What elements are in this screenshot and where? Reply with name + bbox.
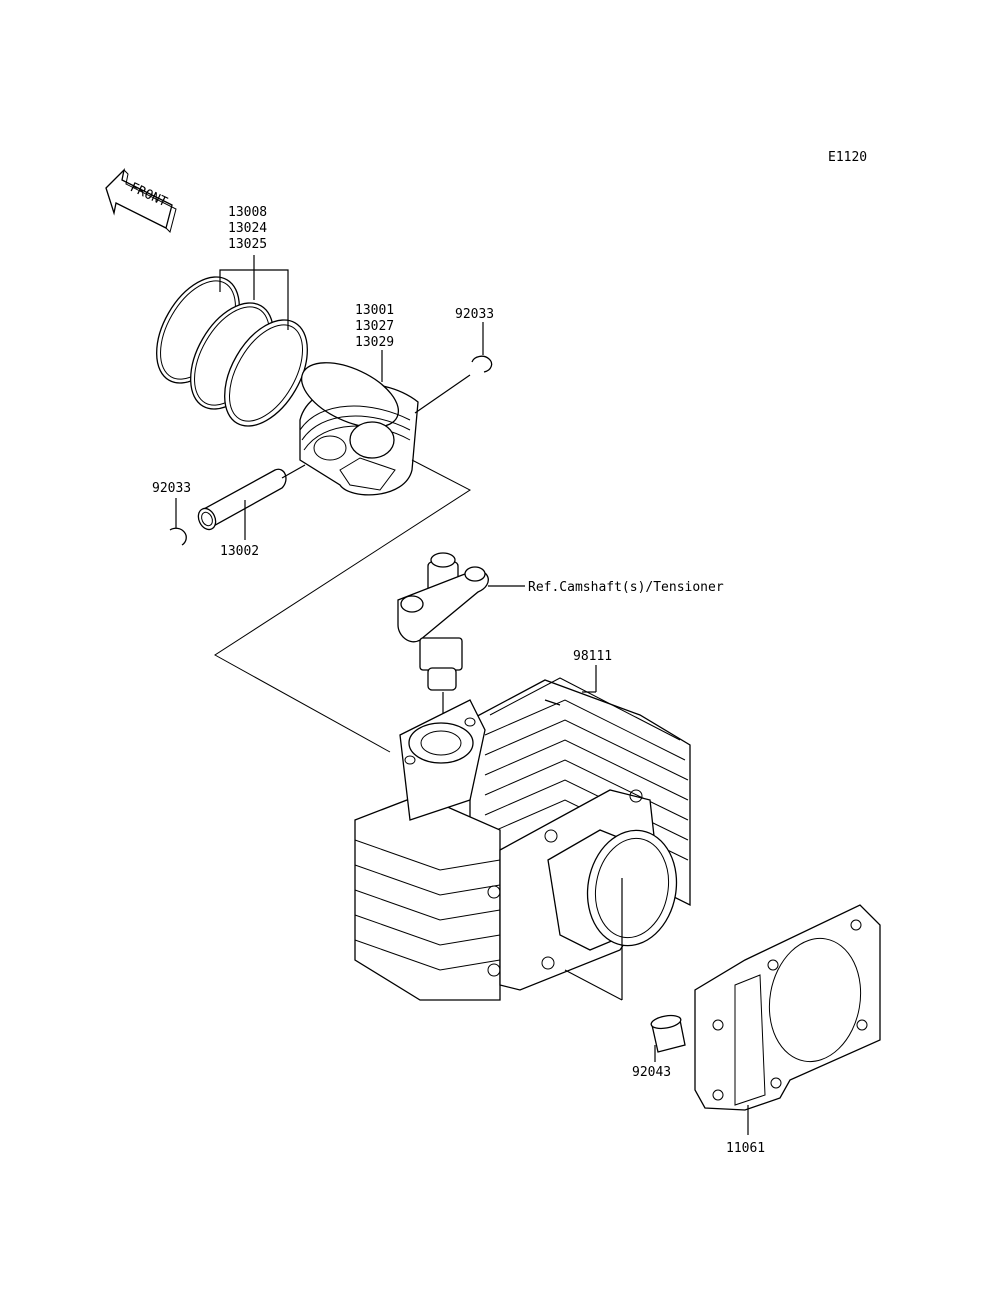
cylinder-block: [354, 677, 691, 1001]
tensioner-reference: Ref.Camshaft(s)/Tensioner: [528, 580, 724, 595]
diagram-code: E1120: [828, 150, 867, 165]
rings-part-numbers: 13008 13024 13025: [228, 205, 267, 252]
piston-pin: [197, 468, 287, 531]
rings-part-number-1: 13008: [228, 205, 267, 220]
piston-part-number-3: 13029: [355, 335, 394, 350]
dowel-pin: [650, 1014, 686, 1053]
piston: [299, 362, 419, 496]
gasket-part-number: 11061: [726, 1141, 765, 1156]
dowel-part-number: 92043: [632, 1065, 671, 1080]
piston-part-number-2: 13027: [355, 319, 394, 334]
cylinder-base-gasket: [694, 904, 881, 1111]
circlip-right: [471, 355, 493, 373]
cylinder-part-number: 98111: [573, 649, 612, 664]
piston-part-number-1: 13001: [355, 303, 394, 318]
circlip-left: [169, 527, 187, 546]
circlip-left-part-number: 92033: [152, 481, 191, 496]
piston-rings: [156, 276, 308, 427]
front-arrow-icon: FRONT: [105, 168, 177, 233]
rings-part-number-2: 13024: [228, 221, 267, 236]
circlip-right-part-number: 92033: [455, 307, 494, 322]
piston-part-numbers: 13001 13027 13029: [355, 303, 394, 350]
pin-part-number: 13002: [220, 544, 259, 559]
rings-part-number-3: 13025: [228, 237, 267, 252]
cam-tensioner: [397, 552, 489, 691]
